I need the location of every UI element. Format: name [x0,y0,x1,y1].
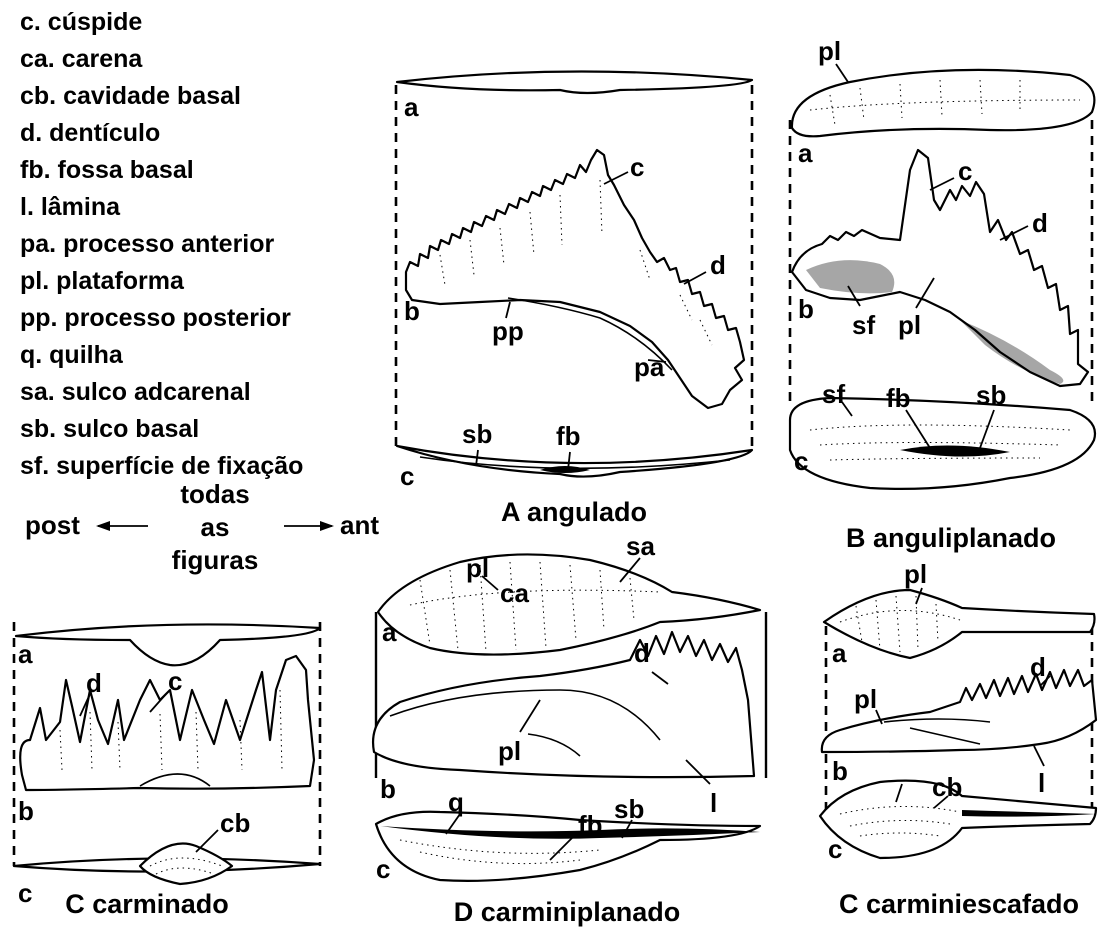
part-label-d: d [86,668,102,698]
part-label-fb: fb [556,421,581,451]
legend-item: l. lâmina [20,193,121,221]
legend-item: pa. processo anterior [20,230,275,258]
part-label-d: d [634,638,650,668]
part-label-pa: pa [634,352,665,382]
caption-carminado: C carminado [65,889,229,919]
part-label-sf: sf [822,379,845,409]
view-label-b: b [380,774,396,804]
part-label-l: l [1038,768,1045,798]
caption-carminiescafado: C carminiescafado [839,889,1079,919]
orientation-middle-line: figuras [172,545,259,575]
part-label-d: d [710,250,726,280]
figure-carminado: a b c d c cb C carminado [14,622,320,919]
part-label-c: c [958,156,972,186]
part-label-pl: pl [466,553,489,583]
view-label-a: a [404,92,419,122]
orientation-middle-line: todas [180,479,249,509]
view-label-c: c [828,834,842,864]
view-label-c: c [376,854,390,884]
orientation-middle-line: as [201,512,230,542]
view-label-c: c [400,461,414,491]
orientation-ant-label: ant [340,510,379,540]
legend-item: c. cúspide [20,8,142,36]
view-label-a: a [798,138,813,168]
view-label-a: a [382,617,397,647]
part-label-l: l [710,788,717,818]
part-label-sb: sb [976,380,1006,410]
figure-carminiplanado: a b c pl ca sa d pl l q fb sb D carminip… [373,531,766,927]
caption-carminiplanado: D carminiplanado [454,897,681,927]
basal-cavity-outline [140,844,232,885]
view-label-b: b [404,296,420,326]
view-label-c: c [18,878,32,908]
part-label-fb: fb [886,383,911,413]
part-label-pl: pl [818,36,841,66]
leader-line [930,178,954,190]
part-label-d: d [1032,208,1048,238]
caption-anguliplanado: B anguliplanado [846,523,1056,553]
part-label-c: c [630,152,644,182]
part-label-ca: ca [500,578,529,608]
arrowhead-left-icon [96,521,110,531]
legend-item: q. quilha [20,341,124,369]
part-label-sa: sa [626,531,655,561]
legend-item: sa. sulco adcarenal [20,378,251,406]
caption-angulado: A angulado [501,497,647,527]
part-label-cb: cb [932,772,962,802]
legend-item: pl. plataforma [20,267,185,295]
arrowhead-right-icon [320,521,334,531]
upper-view-outline [16,624,320,665]
view-label-b: b [832,756,848,786]
legend-item: sb. sulco basal [20,415,199,443]
legend-item: pp. processo posterior [20,304,291,332]
leader-line [1034,746,1044,766]
part-label-d: d [1030,652,1046,682]
orientation-indicator: post todas as figuras ant [25,479,379,575]
part-label-pl: pl [898,310,921,340]
leader-line [836,64,848,82]
leader-line [684,272,706,284]
part-label-sb: sb [614,794,644,824]
legend-item: d. dentículo [20,119,160,147]
part-label-sf: sf [852,310,875,340]
part-label-c: c [168,666,182,696]
view-label-c: c [794,446,808,476]
view-label-a: a [18,639,33,669]
part-label-sb: sb [462,419,492,449]
legend-item: sf. superfície de fixação [20,452,303,480]
leader-line [196,830,218,852]
part-label-pl: pl [854,684,877,714]
upper-view-outline [792,70,1094,136]
figure-carminiescafado: a b c pl d pl l cb C carminiescafado [820,559,1096,919]
figure-angulado: a b c c d pp pa sb fb A angulado [396,71,752,527]
upper-view-outline [824,590,1095,658]
legend-item: cb. cavidade basal [20,82,241,110]
orientation-post-label: post [25,510,80,540]
part-label-q: q [448,787,464,817]
legend-item: ca. carena [20,45,143,73]
upper-view-outline [397,71,752,93]
upper-view-outline [378,554,760,654]
view-label-b: b [18,796,34,826]
legend: c. cúspide ca. carena cb. cavidade basal… [20,8,303,480]
part-label-pp: pp [492,316,524,346]
part-label-pl: pl [904,559,927,589]
figure-anguliplanado: a b c pl c d sf pl sf fb sb B anguliplan… [790,36,1095,553]
part-label-pl: pl [498,736,521,766]
view-label-a: a [832,638,847,668]
part-label-cb: cb [220,808,250,838]
lower-view-outline [790,398,1095,489]
view-label-b: b [798,294,814,324]
legend-item: fb. fossa basal [20,156,194,184]
part-label-fb: fb [578,810,603,840]
